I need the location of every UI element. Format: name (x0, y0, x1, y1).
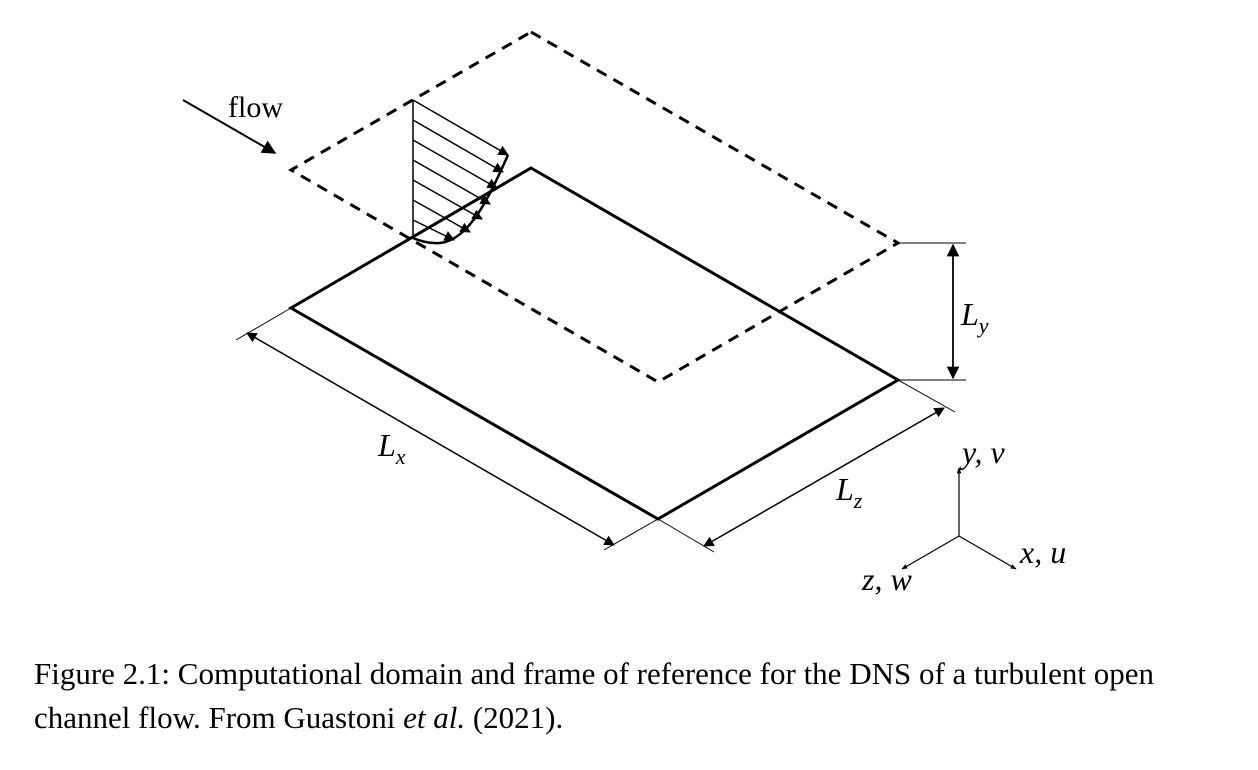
x-axis-arrow (958, 535, 1017, 570)
caption-etal: et al. (403, 700, 466, 735)
y-axis-label: y, v (959, 434, 1005, 470)
channel-flow-diagram: flow Ly Lx (182, 30, 1066, 597)
ly-label: Ly (960, 296, 989, 338)
z-axis-label: z, w (861, 561, 912, 597)
z-axis-arrow (901, 535, 960, 570)
x-axis-label: x, u (1019, 534, 1066, 570)
profile-arrow (412, 99, 509, 156)
bottom-wall-plane (288, 166, 901, 521)
ly-dimension (898, 242, 966, 381)
caption-text: Figure 2.1: Computational domain and fra… (34, 656, 1154, 735)
velocity-profile (412, 99, 510, 245)
coordinate-frame (901, 467, 1017, 570)
profile-arrow (412, 179, 483, 220)
profile-arrow (412, 219, 455, 241)
lz-label: Lz (835, 471, 863, 513)
figure-caption: Figure 2.1: Computational domain and fra… (34, 652, 1234, 740)
flow-label: flow (228, 91, 283, 124)
flow-arrow (182, 99, 277, 154)
profile-arrow (412, 139, 498, 189)
profile-arrow (412, 199, 471, 233)
lx-label: Lx (377, 427, 406, 469)
lz-dimension (657, 379, 956, 553)
top-plane-dashed (287, 30, 902, 384)
profile-arrow (412, 159, 491, 205)
caption-year: (2021). (465, 700, 564, 735)
profile-arrows (412, 99, 509, 241)
profile-arrow (412, 119, 504, 173)
lx-dimension (235, 307, 659, 551)
